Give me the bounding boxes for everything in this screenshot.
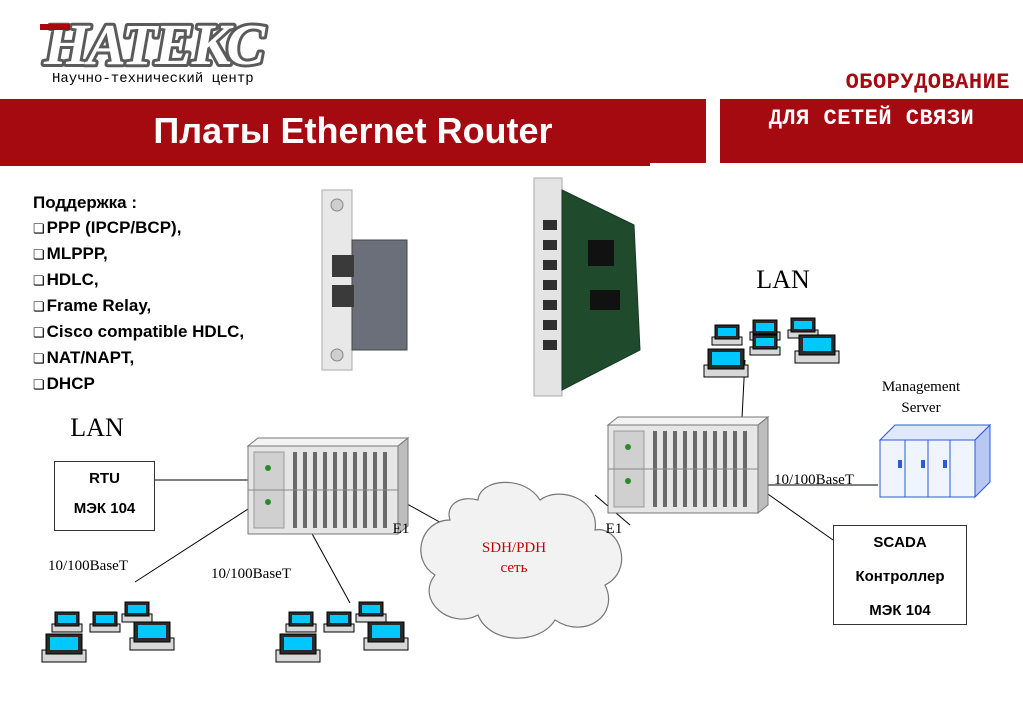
scada-protocol-label: МЭК 104	[869, 602, 931, 619]
category-line2: ДЛЯ СЕТЕЙ СВЯЗИ	[768, 106, 975, 131]
link-left-2-label: 10/100BaseT	[211, 566, 291, 582]
support-item: MLPPP,	[33, 241, 244, 267]
management-server-label-1: Management	[882, 379, 961, 395]
lan-left-computers-2	[275, 601, 409, 663]
company-logo: НАТЕКС НАТЕКС	[40, 14, 271, 70]
scada-box: SCADA Контроллер МЭК 104	[833, 525, 967, 625]
rtu-box: RTU МЭК 104	[54, 461, 155, 531]
sdh-pdh-cloud: SDH/PDH сеть	[420, 481, 623, 639]
rtu-label: RTU	[89, 470, 120, 487]
link-right-label: 10/100BaseT	[774, 472, 854, 488]
support-item: DHCP	[33, 371, 244, 397]
scada-label: SCADA	[873, 534, 927, 551]
lan-left-computers-1	[41, 601, 175, 663]
support-item: HDLC,	[33, 267, 244, 293]
category-banner	[720, 99, 1023, 163]
logo-subtitle: Научно-технический центр	[52, 71, 254, 87]
svg-text:сеть: сеть	[501, 560, 528, 576]
lan-right-computers	[703, 317, 840, 378]
lan-left-label: LAN	[70, 413, 124, 442]
support-heading: Поддержка :	[33, 193, 137, 212]
lan-right-label: LAN	[756, 265, 810, 294]
scada-controller-label: Контроллер	[855, 568, 945, 585]
ethernet-router-board-image	[533, 177, 641, 397]
support-list: Поддержка : PPP (IPCP/BCP), MLPPP, HDLC,…	[33, 190, 244, 397]
e1-left-label: E1	[393, 521, 410, 537]
svg-text:SDH/PDH: SDH/PDH	[482, 540, 546, 556]
support-item: NAT/NAPT,	[33, 345, 244, 371]
support-item: PPP (IPCP/BCP),	[33, 215, 244, 241]
svg-text:НАТЕКС: НАТЕКС	[43, 14, 266, 70]
management-server-label-2: Server	[901, 400, 940, 416]
support-item: Cisco compatible HDLC,	[33, 319, 244, 345]
page-title: Платы Ethernet Router	[153, 110, 553, 151]
svg-text:НАТЕКС: НАТЕКС	[43, 14, 266, 70]
router-rack-right	[607, 416, 769, 514]
router-rack-left	[247, 437, 409, 535]
support-item: Frame Relay,	[33, 293, 244, 319]
link-left-1-label: 10/100BaseT	[48, 558, 128, 574]
category-line1: ОБОРУДОВАНИЕ	[845, 70, 1010, 95]
rtu-protocol-label: МЭК 104	[73, 500, 136, 517]
management-server-icon	[878, 423, 992, 499]
title-banner	[0, 99, 706, 163]
banner-underline	[0, 163, 650, 166]
sfp-card-image	[321, 189, 408, 371]
e1-right-label: E1	[606, 521, 623, 537]
